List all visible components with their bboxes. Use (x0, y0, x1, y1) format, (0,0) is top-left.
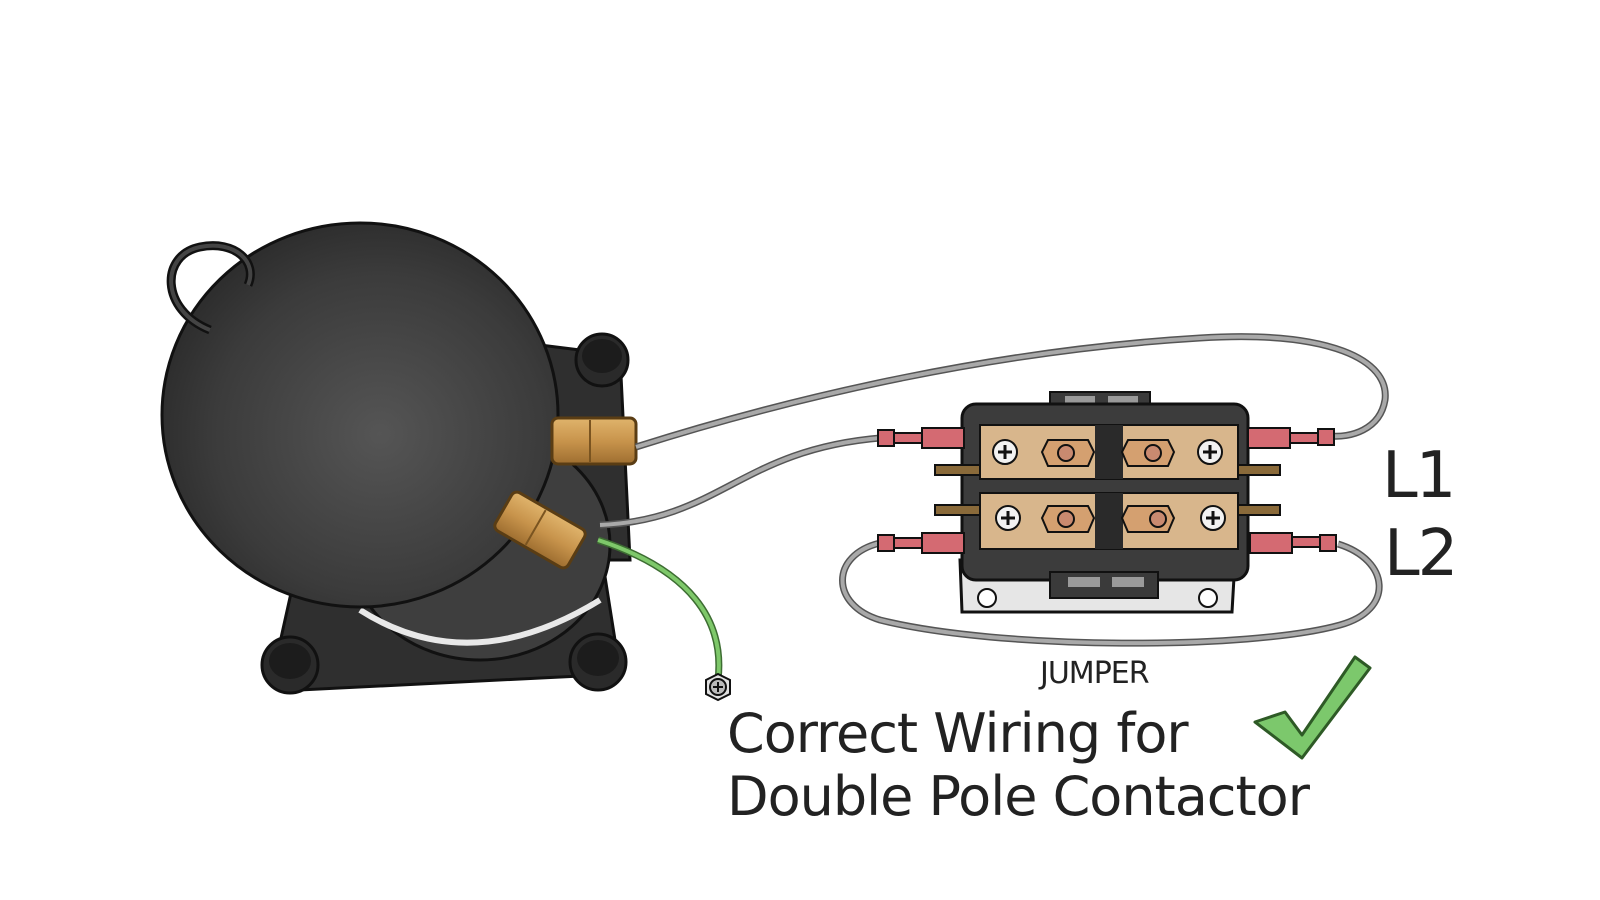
mounting-foot (574, 332, 630, 388)
label-jumper: JUMPER (1038, 656, 1149, 691)
caption-line-2: Double Pole Contactor (727, 765, 1311, 828)
spade-connector (1249, 532, 1337, 554)
contactor-pole-l2 (979, 492, 1239, 550)
checkmark-icon (1253, 655, 1372, 760)
contactor-icon (877, 391, 1337, 614)
label-l2: L2 (1384, 517, 1456, 591)
spade-connector (877, 427, 965, 449)
spade-connector (1247, 427, 1335, 449)
contactor-pole-l1 (979, 424, 1239, 480)
terminal-screw (995, 505, 1021, 531)
compressor-icon (160, 221, 638, 695)
terminal-screw (1200, 505, 1226, 531)
compressor-terminal (493, 490, 587, 570)
label-l1: L1 (1382, 439, 1454, 513)
wires (596, 333, 1389, 681)
mounting-foot (568, 632, 628, 692)
compressor-terminal (550, 416, 638, 466)
mounting-foot (260, 635, 320, 695)
terminal-screw (1197, 439, 1223, 465)
caption-line-1: Correct Wiring for (727, 702, 1189, 765)
terminal-screw (992, 439, 1018, 465)
ground-screw-icon (705, 672, 731, 702)
spade-connector (877, 532, 965, 554)
